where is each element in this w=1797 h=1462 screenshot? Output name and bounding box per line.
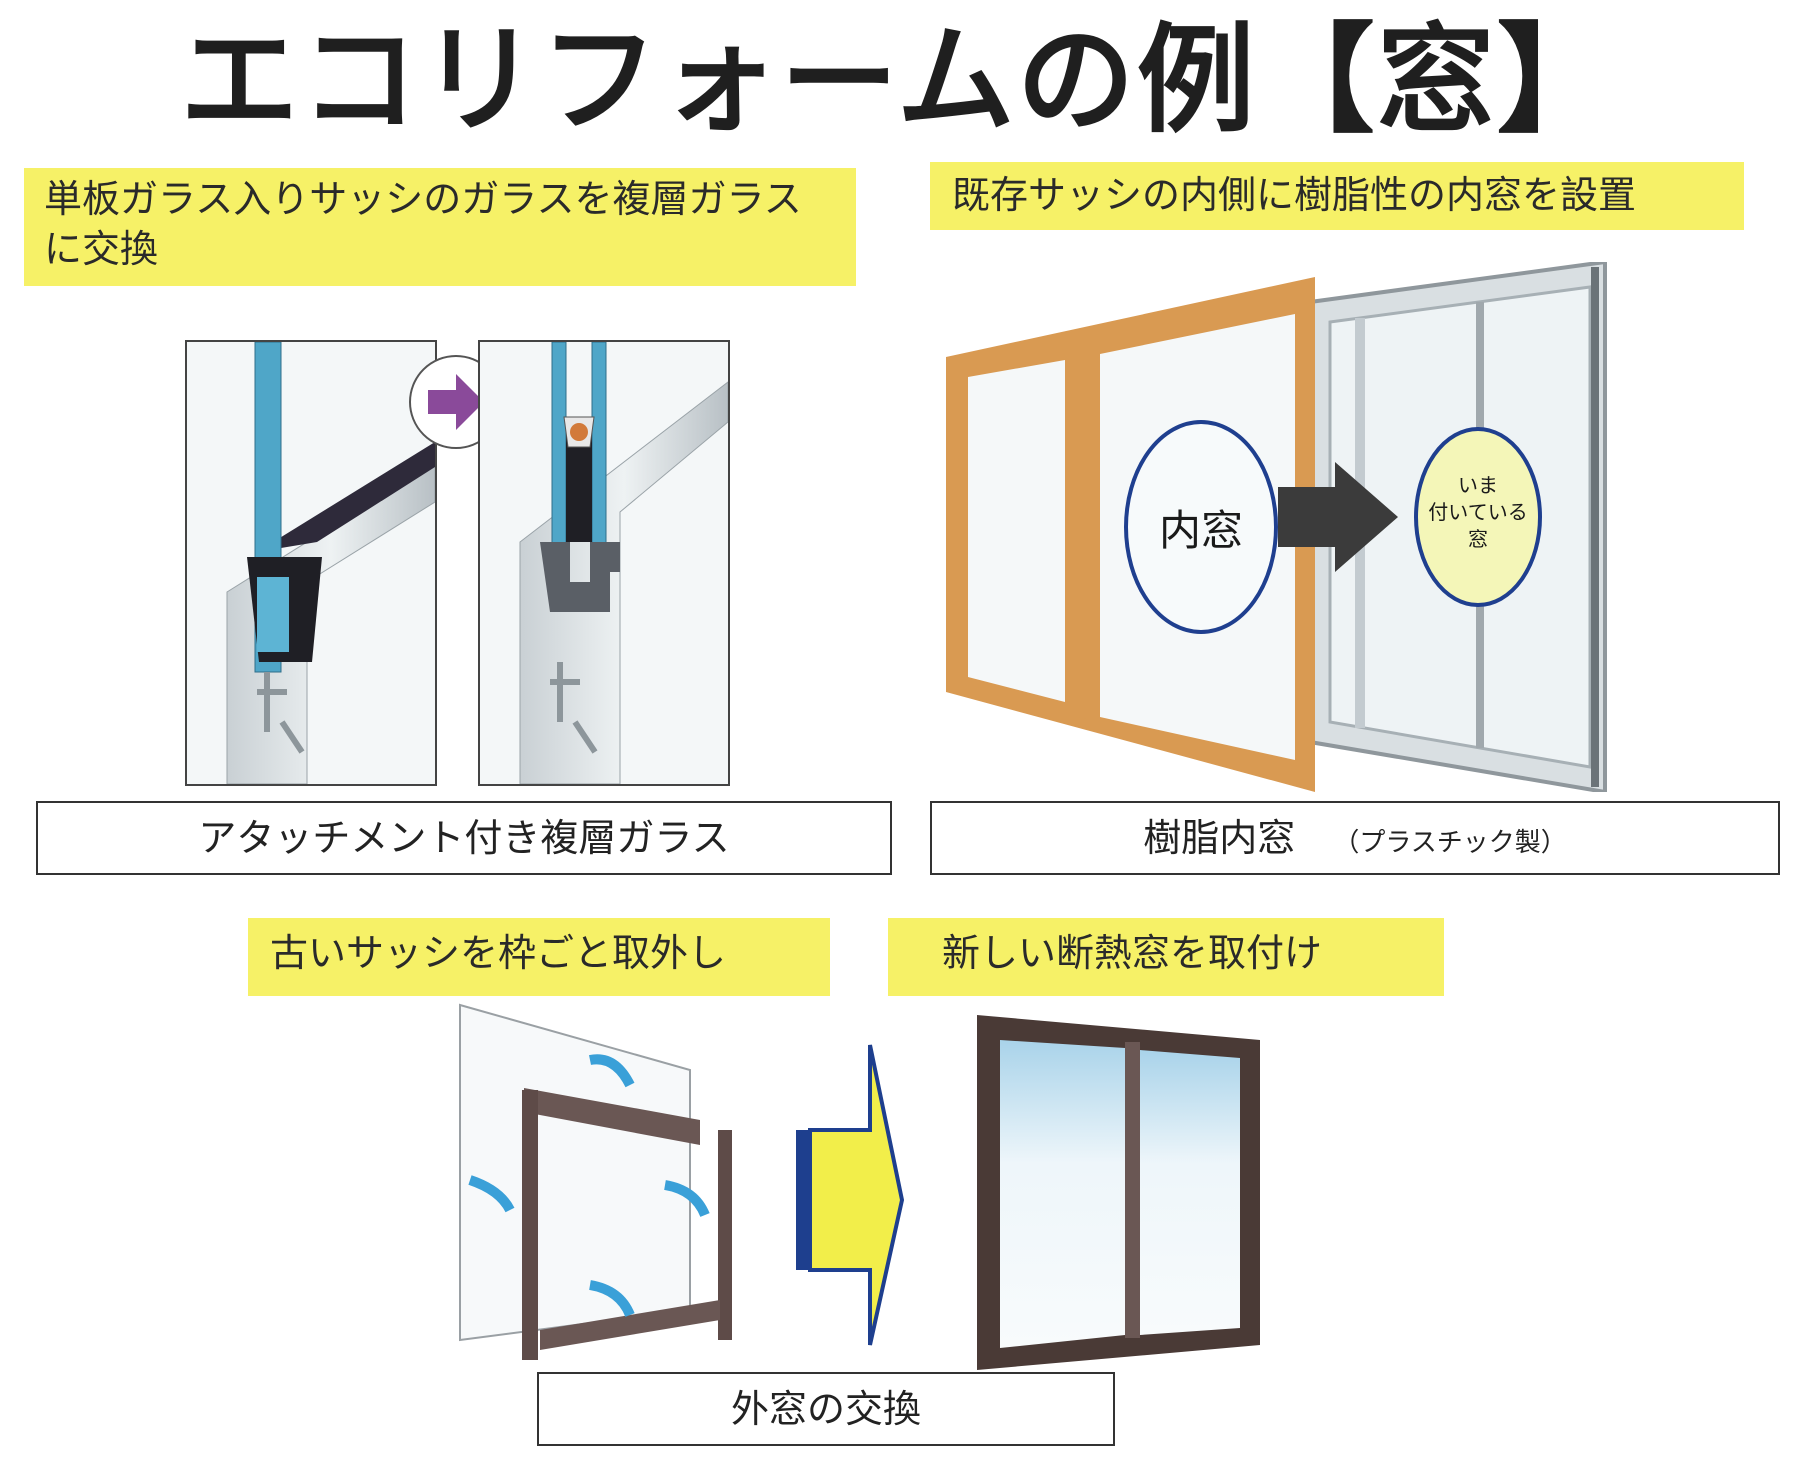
heading-install-insulated-window: 新しい断熱窓を取付け — [888, 918, 1444, 996]
caption-resin-inner-window: 樹脂内窓 （プラスチック製） — [930, 801, 1780, 875]
double-glass-sash-illustration — [478, 340, 730, 786]
caption-plastic-note: （プラスチック製） — [1333, 828, 1567, 858]
new-insulated-window-illustration — [975, 1010, 1265, 1370]
caption-attachment-double-glass: アタッチメント付き複層ガラス — [36, 801, 892, 875]
existing-window-label-line: 窓 — [1468, 527, 1488, 551]
heading-glass-replacement: 単板ガラス入りサッシのガラスを複層ガラスに交換 — [24, 168, 856, 286]
existing-window-label-line: いま — [1458, 473, 1498, 497]
heading-remove-old-sash: 古いサッシを枠ごと取外し — [248, 918, 830, 996]
single-glass-sash-illustration — [185, 340, 437, 786]
old-sash-removal-illustration — [450, 1000, 740, 1370]
inner-window-illustration: 内窓 いま 付いている 窓 — [940, 262, 1630, 792]
double-arrow-icon — [790, 1040, 905, 1350]
caption-outer-window-replacement: 外窓の交換 — [537, 1372, 1115, 1446]
existing-window-label-line: 付いている — [1428, 500, 1528, 524]
caption-resin-inner-window-main: 樹脂内窓 — [1143, 816, 1296, 860]
heading-inner-window: 既存サッシの内側に樹脂性の内窓を設置 — [930, 162, 1744, 230]
existing-window-label: いま 付いている 窓 — [1416, 472, 1540, 553]
page-title: エコリフォームの例【窓】 — [180, 11, 1617, 149]
inner-window-label: 内窓 — [1158, 506, 1243, 555]
